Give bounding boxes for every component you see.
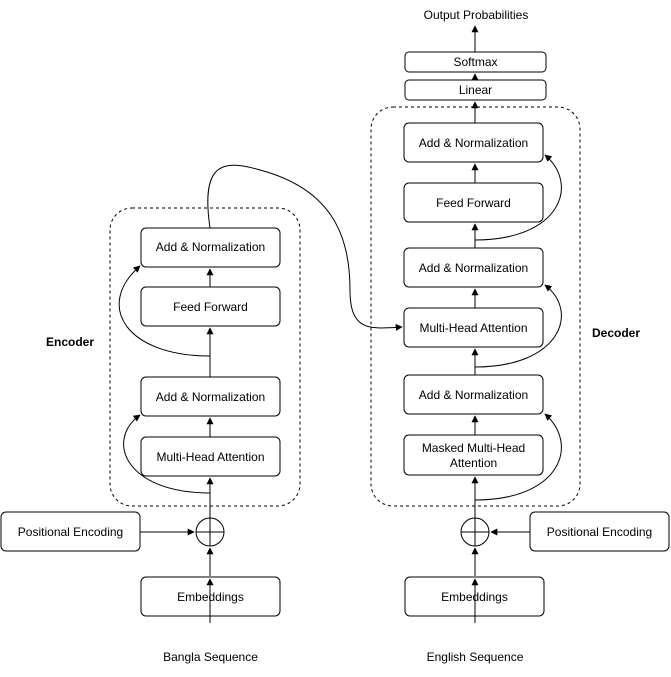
encoder-connectors — [118, 265, 214, 623]
encoder-input-label: Bangla Sequence — [163, 650, 258, 664]
encoder-positional-encoding-label: Positional Encoding — [18, 525, 123, 539]
decoder-masked-attention-label-2: Attention — [450, 456, 497, 470]
decoder-feed-forward-label: Feed Forward — [436, 196, 511, 210]
encoder-add-icon — [195, 517, 225, 547]
decoder-add-icon — [460, 517, 490, 547]
decoder-add-norm-middle — [403, 247, 544, 288]
decoder-add-norm-bottom — [403, 374, 544, 415]
decoder-masked-attention — [403, 434, 544, 476]
decoder-add-norm-top-label: Add & Normalization — [419, 136, 528, 150]
decoder-multi-head-attention — [403, 307, 544, 348]
encoder-title: Encoder — [46, 335, 94, 349]
linear-label: Linear — [459, 83, 492, 97]
encoder-group — [109, 207, 301, 507]
decoder-connectors — [471, 25, 562, 623]
softmax-label: Softmax — [453, 55, 497, 69]
decoder-masked-attention-label-1: Masked Multi-Head — [422, 441, 525, 455]
decoder-add-norm-top — [403, 122, 544, 163]
encoder-add-norm-top-label: Add & Normalization — [156, 240, 265, 254]
decoder-input-label: English Sequence — [427, 650, 524, 664]
encoder-add-norm-bottom-label: Add & Normalization — [156, 390, 265, 404]
decoder-add-norm-bottom-label: Add & Normalization — [419, 388, 528, 402]
decoder-positional-encoding-label: Positional Encoding — [547, 525, 652, 539]
encoder-multi-head-attention-label: Multi-Head Attention — [156, 450, 264, 464]
decoder-add-norm-middle-label: Add & Normalization — [419, 261, 528, 275]
output-probabilities-label: Output Probabilities — [424, 8, 529, 22]
decoder-feed-forward — [403, 182, 544, 223]
encoder-feed-forward-label: Feed Forward — [173, 300, 248, 314]
decoder-multi-head-attention-label: Multi-Head Attention — [419, 321, 527, 335]
encoder-decoder-connection — [207, 164, 403, 331]
encoder-add-norm-top — [140, 227, 281, 268]
decoder-title: Decoder — [592, 326, 640, 340]
